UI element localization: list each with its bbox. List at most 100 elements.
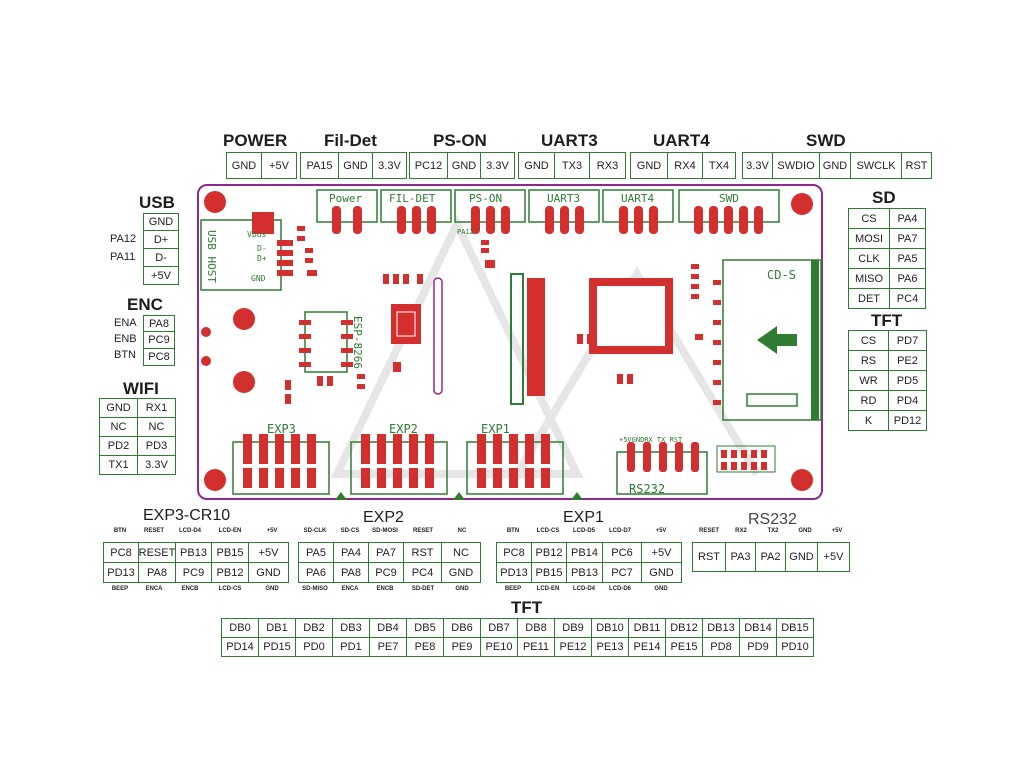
usb-host-pin: D- [257,244,267,253]
pin-cell: PD15 [259,638,296,657]
pin-cell: PA8 [143,315,175,332]
exp1-pins: PC8 PB12 PB14 PC6 +5V PD13 PB15 PB13 PC7… [496,542,682,583]
exp-top-label: LCD-D4 [179,528,201,534]
pin-cell: RST [404,543,442,563]
pin-cell: PC7 [603,563,642,583]
board-outline: Power FIL-DET PS-ON UART3 UART4 SWD USB … [197,184,823,500]
pin-cell: TX4 [703,152,736,179]
exp-top-label: SD-MOSI [372,528,398,534]
exp-top-label: BTN [506,528,520,534]
usb-host-pin: Vbus [247,230,267,239]
exp-top-label: BTN [113,528,127,534]
pin-cell: NC [138,418,176,437]
pin-cell: PC9 [369,563,404,583]
exp-top-label: LCD-D7 [609,528,631,534]
pin-cell: PA15 [300,152,339,179]
exp-top-label: LCD-EN [218,528,242,534]
pin-cell: DB14 [740,619,777,638]
usb-host-pin: GND [251,274,266,283]
pin-cell: DB6 [444,619,481,638]
pin-cell: +5V [818,542,850,572]
power-header: POWER [223,131,288,150]
exp-top-label: RESET [143,528,164,534]
pin-cell: +5V [143,267,179,285]
exp-bottom-label: SD-MISO [302,586,328,592]
pin-cell: PD1 [333,638,370,657]
pin-cell: DB1 [259,619,296,638]
pin-cell: PB15 [212,543,249,563]
pin-cell: PA7 [369,543,404,563]
uart4-pins: GND RX4 TX4 [630,152,736,179]
pin-cell: PC9 [143,332,175,349]
cds-label: CD-S [767,268,796,282]
enc-label: BTN [114,349,136,361]
tft-side-pins: CS PD7 RS PE2 WR PD5 RD PD4 K PD12 [848,330,927,431]
pin-cell: DB7 [481,619,518,638]
pin-cell: GND [630,152,668,179]
rs232-top-label: TX2 [767,528,779,534]
wifi-header: WIFI [123,379,159,398]
rs232-top-label: +5V [831,528,843,534]
pin-cell: PD13 [104,563,139,583]
pin-cell: PC12 [409,152,448,179]
pin-cell: PE8 [407,638,444,657]
board-label: Power [329,192,363,205]
pin-cell: +5V [642,543,682,563]
exp-bottom-label: SD-DET [411,586,435,592]
pin-cell: 3.3V [742,152,773,179]
pin-cell: GND [100,399,138,418]
pin-cell: CLK [849,249,890,269]
exp-bottom-label: ENCA [145,586,163,592]
pin-cell: PA5 [299,543,334,563]
pin-cell: PA2 [756,542,786,572]
exp-bottom-label: ENCA [341,586,359,592]
tft-side-header: TFT [871,311,903,330]
pin-cell: NC [100,418,138,437]
exp-top-label: LCD-CS [536,528,560,534]
pin-cell: WR [849,371,889,391]
pin-cell: D+ [143,231,179,249]
exp3-header: EXP3-CR10 [143,507,231,524]
board-label: PS-ON [469,192,503,205]
sd-header: SD [872,188,896,207]
pin-cell: PD4 [889,391,927,411]
usb-host-label: USB HOST [204,230,218,283]
swd-header: SWD [806,131,846,150]
exp-bottom-label: BEEP [504,586,522,592]
pin-cell: RX3 [590,152,626,179]
pin-cell: PC8 [143,349,175,366]
pin-cell: DB12 [666,619,703,638]
exp-label: EXP3 [267,422,296,436]
pin-cell: PC6 [603,543,642,563]
wifi-pins: GND RX1 NC NC PD2 PD3 TX1 3.3V [99,398,176,475]
exp-bottom-label: LCD-EN [536,586,560,592]
pin-cell: +5V [249,543,289,563]
pin-cell: DB15 [777,619,814,638]
pin-cell: PE10 [481,638,518,657]
rs232-pins: RST PA3 PA2 GND +5V [692,542,850,572]
exp-bottom-label: LCD-D4 [573,586,595,592]
exp2-pins: PA5 PA4 PA7 RST NC PA6 PA8 PC9 PC4 GND [298,542,481,583]
pin-cell: DB0 [222,619,259,638]
enc-header: ENC [127,295,163,314]
pin-cell: 3.3V [138,456,176,475]
exp-top-label: SD-CLK [303,528,327,534]
board-label: SWD [719,192,739,205]
pin-cell: RD [849,391,889,411]
exp-top-label: NC [457,528,467,534]
pin-cell: +5V [262,152,297,179]
pin-cell: PD5 [889,371,927,391]
pin-cell: PE2 [889,351,927,371]
pin-cell: DB4 [370,619,407,638]
tft-bottom-pins: DB0 DB1 DB2 DB3 DB4 DB5 DB6 DB7 DB8 DB9 … [221,618,814,657]
pin-cell: GND [786,542,818,572]
pin-cell: PA4 [890,209,926,229]
pin-cell: PD0 [296,638,333,657]
pin-cell: DB11 [629,619,666,638]
exp-bottom-label: GND [265,586,279,592]
exp-top-label: RESET [412,528,433,534]
exp-bottom-label: GND [455,586,469,592]
pin-cell: PA8 [139,563,176,583]
exp-label: EXP2 [389,422,418,436]
exp-bottom-label: ENCB [181,586,199,592]
